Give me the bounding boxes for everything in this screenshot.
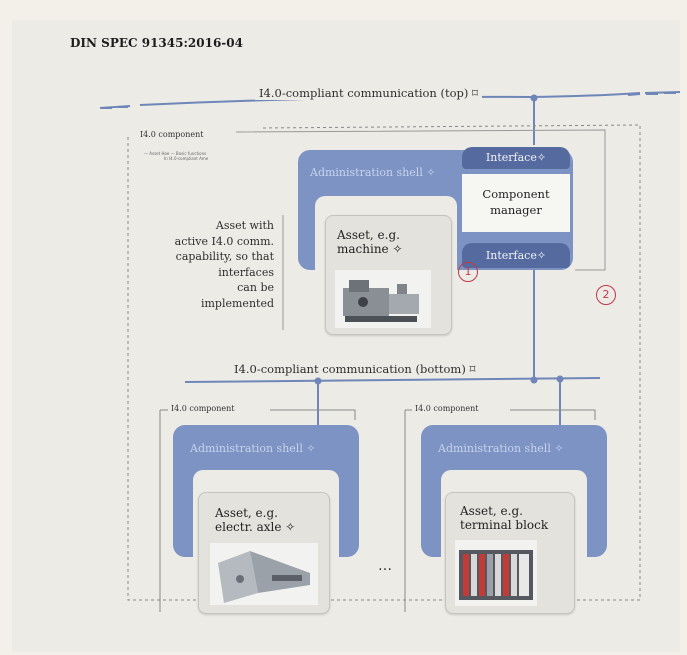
- terminal-block-photo: [455, 540, 537, 606]
- inner-component-boundary: [235, 129, 606, 271]
- bottom-bus-line: [184, 377, 601, 383]
- more-components-ellipsis: …: [378, 558, 392, 574]
- main-component-label: I4.0 component: [137, 130, 207, 139]
- marker-2: 2: [596, 285, 616, 305]
- left-asset-label: Asset, e.g. electr. axle ✧: [215, 506, 296, 534]
- main-shell-title: Administration shell ✧: [310, 166, 436, 179]
- tiny-legend: — Asset Hoe — Basic functions In I4.0-co…: [144, 151, 209, 161]
- marker-1: 1: [458, 262, 478, 282]
- asset-description: Asset with active I4.0 comm. capability,…: [174, 219, 274, 310]
- top-bus-label: I4.0-compliant communication (top) ⌑: [255, 86, 482, 100]
- component-manager: Component manager: [462, 174, 570, 232]
- interface-top[interactable]: Interface✧: [462, 147, 570, 169]
- right-asset-label: Asset, e.g. terminal block: [460, 504, 549, 532]
- right-component-label: I4.0 component: [412, 404, 482, 413]
- electric-axle-photo: [210, 543, 318, 605]
- interface-bottom[interactable]: Interface✧: [462, 243, 570, 268]
- left-shell-title: Administration shell ✧: [190, 442, 316, 455]
- main-asset-label: Asset, e.g. machine ✧: [337, 228, 403, 256]
- right-shell-title: Administration shell ✧: [438, 442, 564, 455]
- left-component-label: I4.0 component: [168, 404, 238, 413]
- top-bus-dash-right: [627, 92, 676, 96]
- machine-photo: [335, 270, 431, 328]
- top-bus-dash-left: [100, 106, 128, 109]
- document-title: DIN SPEC 91345:2016-04: [70, 36, 243, 50]
- bottom-bus-label: I4.0-compliant communication (bottom) ⌑: [230, 362, 480, 376]
- main-component-boundary: [127, 124, 641, 601]
